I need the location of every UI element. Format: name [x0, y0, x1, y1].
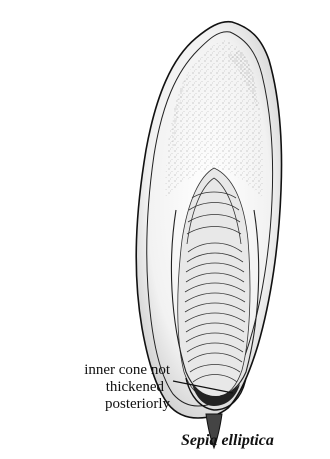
annotation-line-2: thickened — [0, 379, 192, 396]
species-caption: Sepia elliptica — [181, 432, 274, 450]
annotation-line-1: inner cone not — [0, 362, 192, 379]
annotation-line-3: posteriorly — [0, 396, 192, 413]
inner-cone-annotation: inner cone not thickened posteriorly — [0, 362, 192, 413]
